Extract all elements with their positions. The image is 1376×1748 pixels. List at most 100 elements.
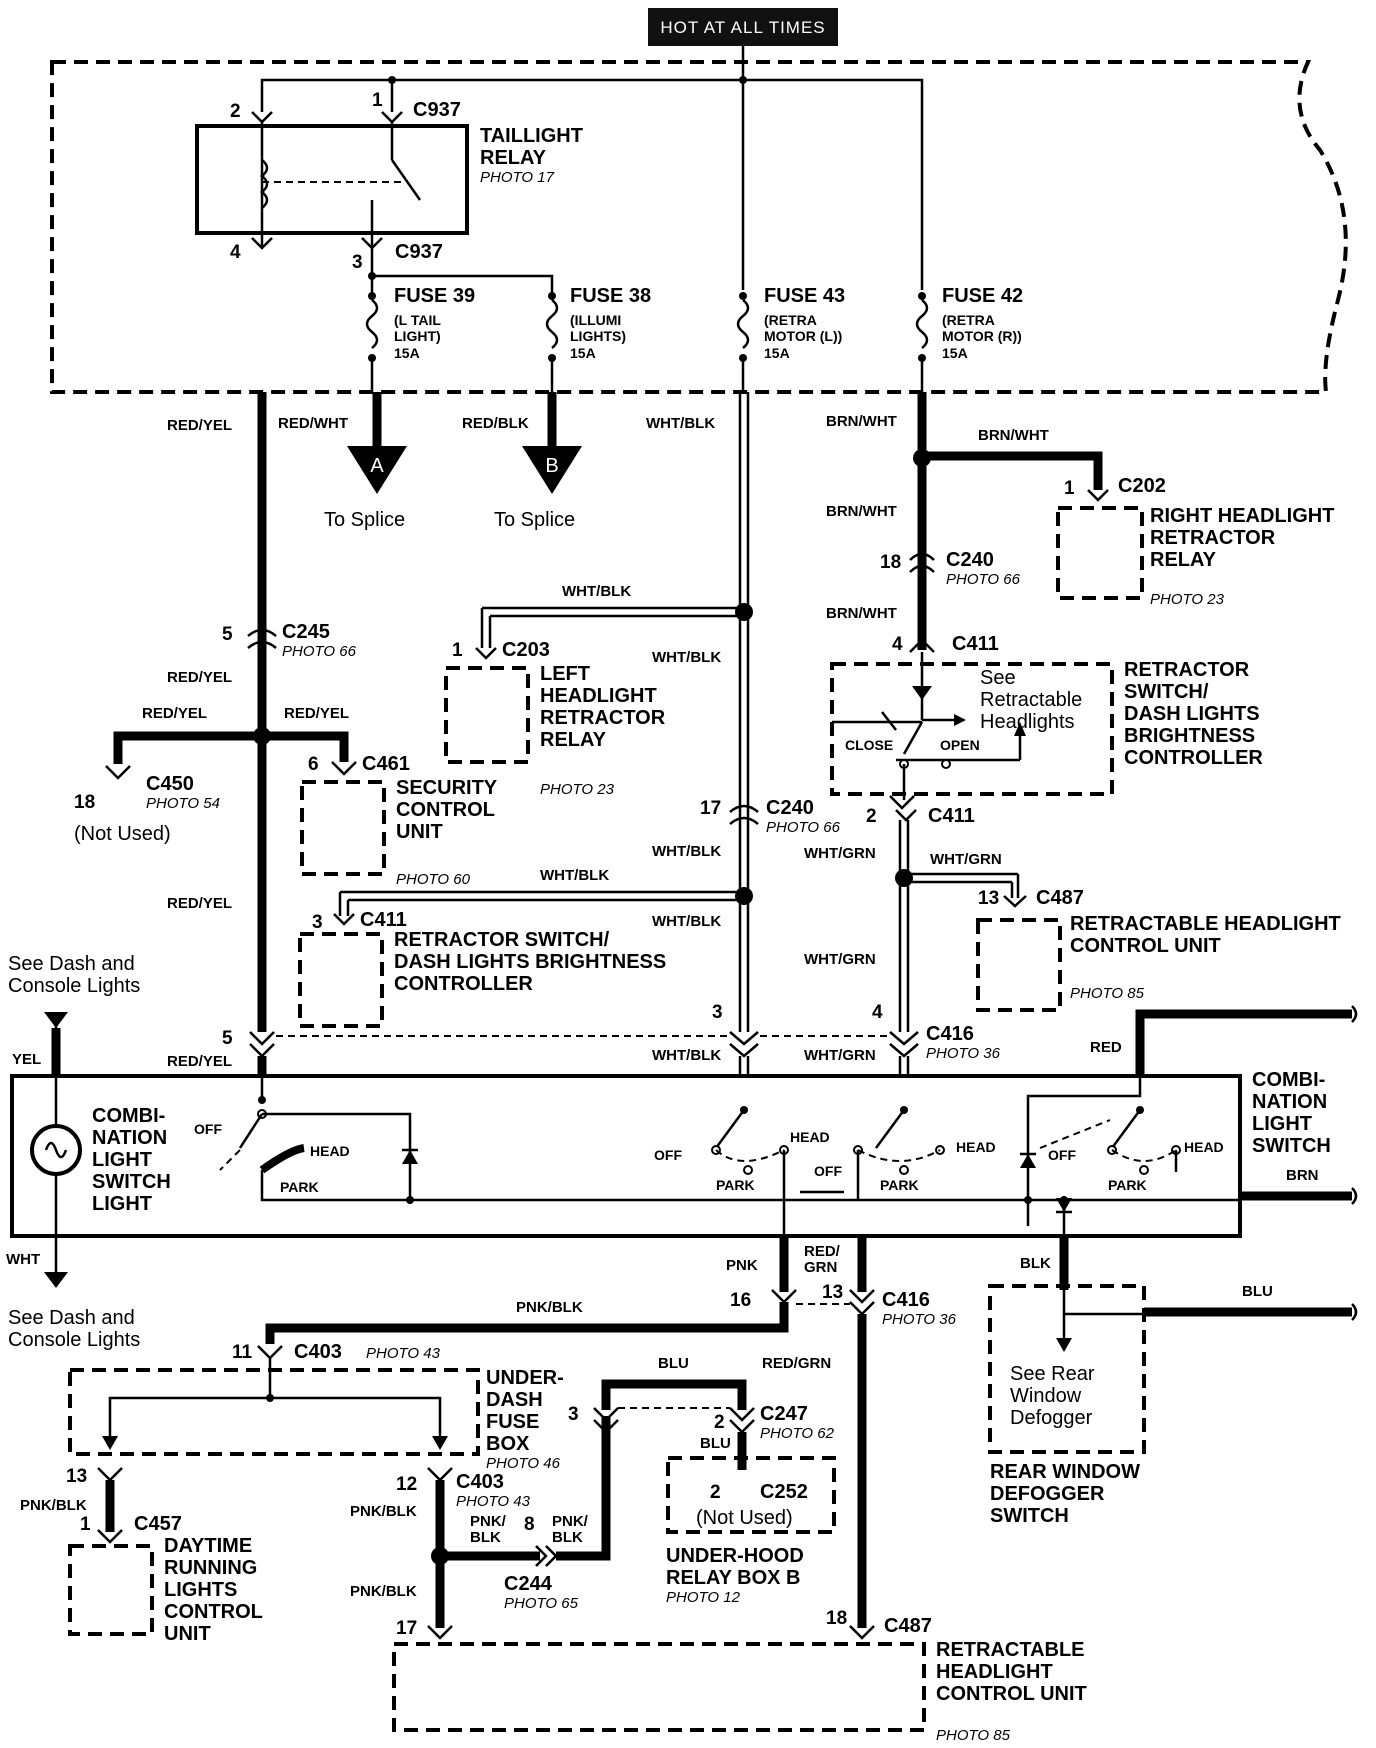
- wire-label-brn-wht-4: BRN/WHT: [826, 605, 897, 622]
- sw2-park: PARK: [716, 1177, 755, 1193]
- retractor-switch-line1: RETRACTOR: [1124, 659, 1250, 681]
- c416-bottom-name: C416: [882, 1289, 930, 1311]
- retractor-switch-close: CLOSE: [845, 737, 893, 753]
- combo-light-line2: NATION: [92, 1127, 167, 1149]
- c461-name: C461: [362, 753, 410, 775]
- fuse-38-name: FUSE 38: [570, 285, 651, 307]
- wire-label-pnk-split1-b: PNK/: [552, 1513, 589, 1530]
- sw2-off-b: OFF: [814, 1163, 842, 1179]
- wire-label-blk: BLK: [1020, 1255, 1051, 1272]
- relay-connector-top: C937: [413, 99, 461, 121]
- right-retractor-relay-line1: RIGHT HEADLIGHT: [1150, 505, 1334, 527]
- rhcu-top-connector: C487: [1036, 887, 1084, 909]
- fuse-39-name: FUSE 39: [394, 285, 475, 307]
- combo-switch-line4: SWITCH: [1252, 1135, 1331, 1157]
- c416-bottom-pin-13: 13: [822, 1282, 843, 1303]
- retractor-switch-line2: SWITCH/: [1124, 681, 1209, 703]
- fuse-42-name: FUSE 42: [942, 285, 1023, 307]
- wire-label-wht-grn-3: WHT/GRN: [804, 951, 876, 968]
- combo-light-line3: LIGHT: [92, 1149, 152, 1171]
- fuse-39-desc2: LIGHT): [394, 328, 441, 344]
- wire-label-wht-grn-2: WHT/GRN: [930, 851, 1002, 868]
- combination-switch-light-icon: [30, 1076, 82, 1236]
- c247-pin-3: 3: [568, 1404, 579, 1425]
- wire-label-wht: WHT: [6, 1251, 40, 1268]
- c450-note: (Not Used): [74, 823, 171, 845]
- c252-pin: 2: [710, 1482, 721, 1503]
- see-dash-bottom-line1: See Dash and: [8, 1307, 135, 1329]
- retractor-switch-see3: Headlights: [980, 711, 1075, 733]
- fuse-38: [545, 292, 559, 392]
- rhcu-top-box: [976, 918, 1062, 1012]
- combo-switch-line1: COMBI-: [1252, 1069, 1325, 1091]
- sw3-park: PARK: [880, 1177, 919, 1193]
- underhood-line1: UNDER-HOOD: [666, 1545, 804, 1567]
- relay-name-line2: RELAY: [480, 147, 547, 169]
- sw2-head: HEAD: [790, 1129, 830, 1145]
- rear-defogger-line3: SWITCH: [990, 1505, 1069, 1527]
- rear-defogger-see1: See Rear: [1010, 1363, 1095, 1385]
- right-retractor-relay-photo: PHOTO 23: [1150, 591, 1225, 608]
- wire-label-pnk-blk-1: PNK/BLK: [516, 1299, 583, 1316]
- sw1-head: HEAD: [310, 1143, 350, 1159]
- c403-top-photo: PHOTO 43: [366, 1345, 441, 1362]
- c416-bottom-photo: PHOTO 36: [882, 1311, 957, 1328]
- wire-label-wht-blk-2: WHT/BLK: [562, 583, 631, 600]
- left-retractor-relay-box: [444, 666, 530, 764]
- relay-connector-bottom: C937: [395, 241, 443, 263]
- fuse-39: [365, 292, 379, 392]
- c416-top-pin-4: 4: [872, 1002, 883, 1023]
- c240-left-photo: PHOTO 66: [766, 819, 841, 836]
- retractor-switch-small-line3: CONTROLLER: [394, 973, 533, 995]
- wire-label-red-grn-split1: RED/: [804, 1243, 841, 1260]
- fuse-38-desc2: LIGHTS): [570, 328, 626, 344]
- fuse-43-desc1: (RETRA: [764, 312, 817, 328]
- wire-label-pnk-blk-2: PNK/BLK: [20, 1497, 87, 1514]
- relay-pin-4: 4: [230, 242, 241, 263]
- c240-left-name: C240: [766, 797, 814, 819]
- sw1-park: PARK: [280, 1179, 319, 1195]
- switch-section-2: [711, 1106, 844, 1236]
- splice-b-letter: B: [545, 455, 558, 477]
- security-unit-line2: CONTROL: [396, 799, 495, 821]
- wire-label-red-blk: RED/BLK: [462, 415, 529, 432]
- see-dash-top-line1: See Dash and: [8, 953, 135, 975]
- relay-pin-3: 3: [352, 252, 363, 273]
- wire-label-pnk: PNK: [726, 1257, 758, 1274]
- c416-top-name: C416: [926, 1023, 974, 1045]
- underdash-line2: DASH: [486, 1389, 543, 1411]
- c240-right-pin: 18: [880, 552, 901, 573]
- fuse-43-rating: 15A: [764, 345, 790, 361]
- c450-photo: PHOTO 54: [146, 795, 220, 812]
- wire-label-yel: YEL: [12, 1051, 41, 1068]
- c403-bottom-photo: PHOTO 43: [456, 1493, 531, 1510]
- header-label: HOT AT ALL TIMES: [660, 18, 825, 37]
- security-unit-line1: SECURITY: [396, 777, 498, 799]
- right-retractor-relay-line2: RETRACTOR: [1150, 527, 1276, 549]
- combination-light-switch-box: [10, 1074, 1242, 1238]
- c247-photo: PHOTO 62: [760, 1425, 835, 1442]
- drl-line1: DAYTIME: [164, 1535, 252, 1557]
- c244-photo: PHOTO 65: [504, 1595, 579, 1612]
- retractor-switch-small-line2: DASH LIGHTS BRIGHTNESS: [394, 951, 666, 973]
- c416-top-pin-5: 5: [222, 1028, 233, 1049]
- retractor-switch-small-line1: RETRACTOR SWITCH/: [394, 929, 610, 951]
- splice-b-label: To Splice: [494, 509, 575, 531]
- wire-label-brn: BRN: [1286, 1167, 1319, 1184]
- wire-label-brn-wht-3: BRN/WHT: [826, 503, 897, 520]
- underdash-fuse-box: [68, 1368, 480, 1456]
- wire-label-red-yel-5: RED/YEL: [167, 895, 232, 912]
- sw1-off: OFF: [194, 1121, 222, 1137]
- retractor-switch-open: OPEN: [940, 737, 980, 753]
- c403-bottom-pin-12: 12: [396, 1474, 417, 1495]
- c244-name: C244: [504, 1573, 553, 1595]
- c411-top-pin: 4: [892, 634, 903, 655]
- rhcu-bottom-box: [392, 1642, 926, 1732]
- see-dash-bottom-line2: Console Lights: [8, 1329, 140, 1351]
- c252-name: C252: [760, 1481, 808, 1503]
- retractor-switch-line5: CONTROLLER: [1124, 747, 1263, 769]
- wire-label-wht-blk-1: WHT/BLK: [646, 415, 715, 432]
- rhcu-bottom-line3: CONTROL UNIT: [936, 1683, 1087, 1705]
- relay-photo: PHOTO 17: [480, 169, 555, 186]
- c240-left-pin: 17: [700, 798, 721, 819]
